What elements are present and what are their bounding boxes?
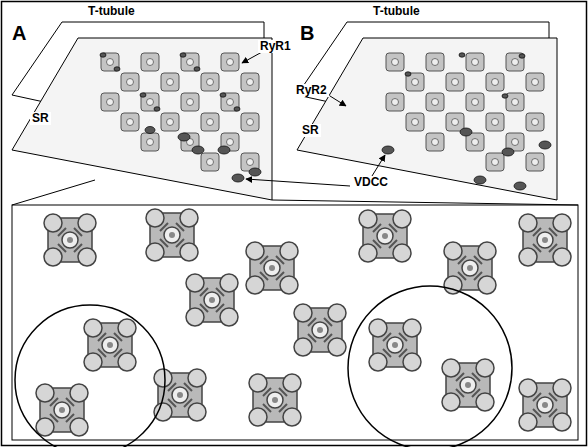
region-label: T-tubule (371, 5, 422, 18)
region-label: SR (300, 124, 321, 137)
part-label: RyR1 (258, 40, 293, 53)
region-label: SR (30, 112, 51, 125)
region-label: T-tubule (86, 5, 137, 18)
part-label: VDCC (352, 176, 390, 189)
panel-letter: A (10, 22, 28, 44)
panel-letter: B (298, 22, 316, 44)
part-label: RyR2 (294, 84, 329, 97)
